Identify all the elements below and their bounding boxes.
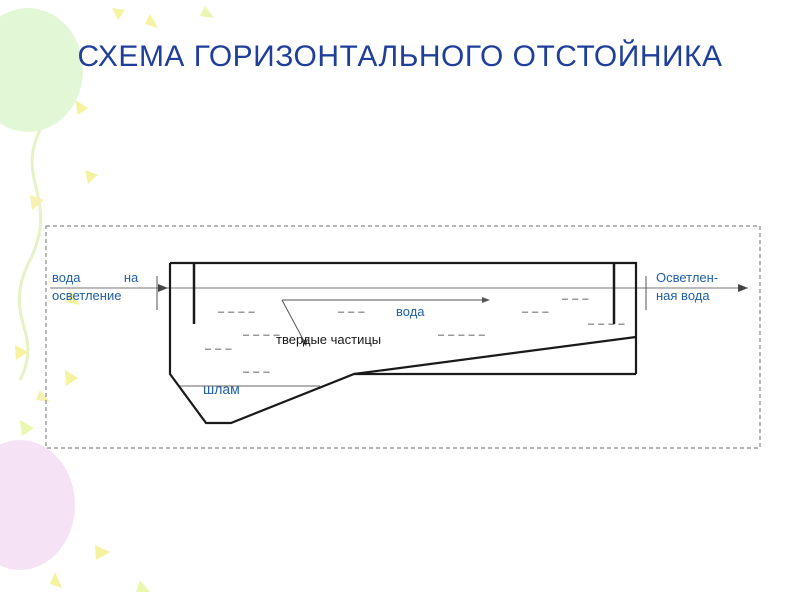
confetti (75, 100, 88, 115)
confetti (145, 14, 158, 28)
confetti (50, 572, 62, 588)
particle-dashes: – – – (243, 366, 270, 378)
particle-dashes: – – – (205, 343, 232, 355)
balloon-bottom-left (0, 440, 75, 570)
confetti (36, 390, 50, 402)
particle-dashes: – – – – (588, 318, 626, 330)
confetti (95, 545, 110, 560)
diagram-frame (45, 225, 761, 449)
confetti (65, 370, 78, 386)
confetti (20, 420, 34, 436)
balloon-string (17, 129, 43, 381)
confetti (136, 580, 150, 592)
particle-dashes: – – – (522, 306, 549, 318)
particle-trajectory-arrow (281, 299, 306, 344)
particle-trajectory-arrowhead (301, 339, 308, 346)
water-label: вода (396, 304, 425, 319)
confetti (30, 195, 44, 210)
particle-dashes: – – – (562, 293, 589, 305)
outlet-label-line1: Осветлен- (656, 270, 718, 285)
particle-dashes: – – – – (243, 329, 281, 341)
inlet-label-line1: вода на (52, 270, 139, 285)
outlet-arrowhead (738, 284, 748, 292)
sludge-slope-line (353, 335, 637, 376)
balloon-top-left (0, 8, 83, 132)
water-flow-arrowhead (482, 297, 490, 303)
page-title: СХЕМА ГОРИЗОНТАЛЬНОГО ОТСТОЙНИКА (77, 40, 723, 73)
confetti (15, 345, 28, 360)
confetti (112, 8, 125, 20)
outlet-label-line2: ная вода (656, 288, 710, 303)
inlet-label-line2: осветление (52, 288, 121, 303)
confetti (200, 6, 214, 18)
sludge-label: шлам (203, 381, 240, 397)
tank-outline (168, 261, 638, 425)
particle-dashes: – – – (338, 306, 365, 318)
confetti (66, 290, 80, 305)
particle-dashes: – – – – – (438, 329, 486, 341)
solids-label: твердые частицы (276, 332, 381, 347)
inlet-arrowhead (158, 284, 168, 292)
particle-dashes: – – – – (218, 306, 256, 318)
confetti (85, 170, 98, 184)
